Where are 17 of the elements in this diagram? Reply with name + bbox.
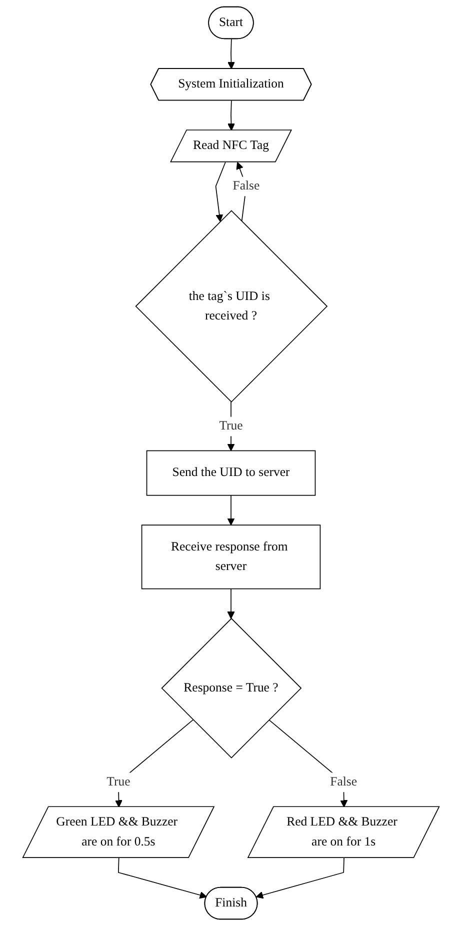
edge-label: False (232, 179, 260, 193)
node-box: Receive response from server (141, 524, 321, 590)
arrow (227, 401, 235, 452)
arrow (118, 858, 207, 899)
arrow (256, 858, 344, 899)
edge-label: True (106, 775, 130, 789)
arrow (227, 494, 235, 526)
node-box: Send the UID to server (146, 450, 316, 496)
arrow (228, 100, 235, 131)
arrow (228, 38, 235, 70)
arrow (215, 162, 226, 222)
node-diamond: Response = True ? (161, 618, 302, 758)
arrow (115, 719, 194, 808)
node-diamond: the tag`s UID is received ? (135, 210, 328, 402)
edge-label: False (330, 775, 358, 789)
arrow (227, 588, 235, 619)
edge-label: True (219, 419, 243, 433)
